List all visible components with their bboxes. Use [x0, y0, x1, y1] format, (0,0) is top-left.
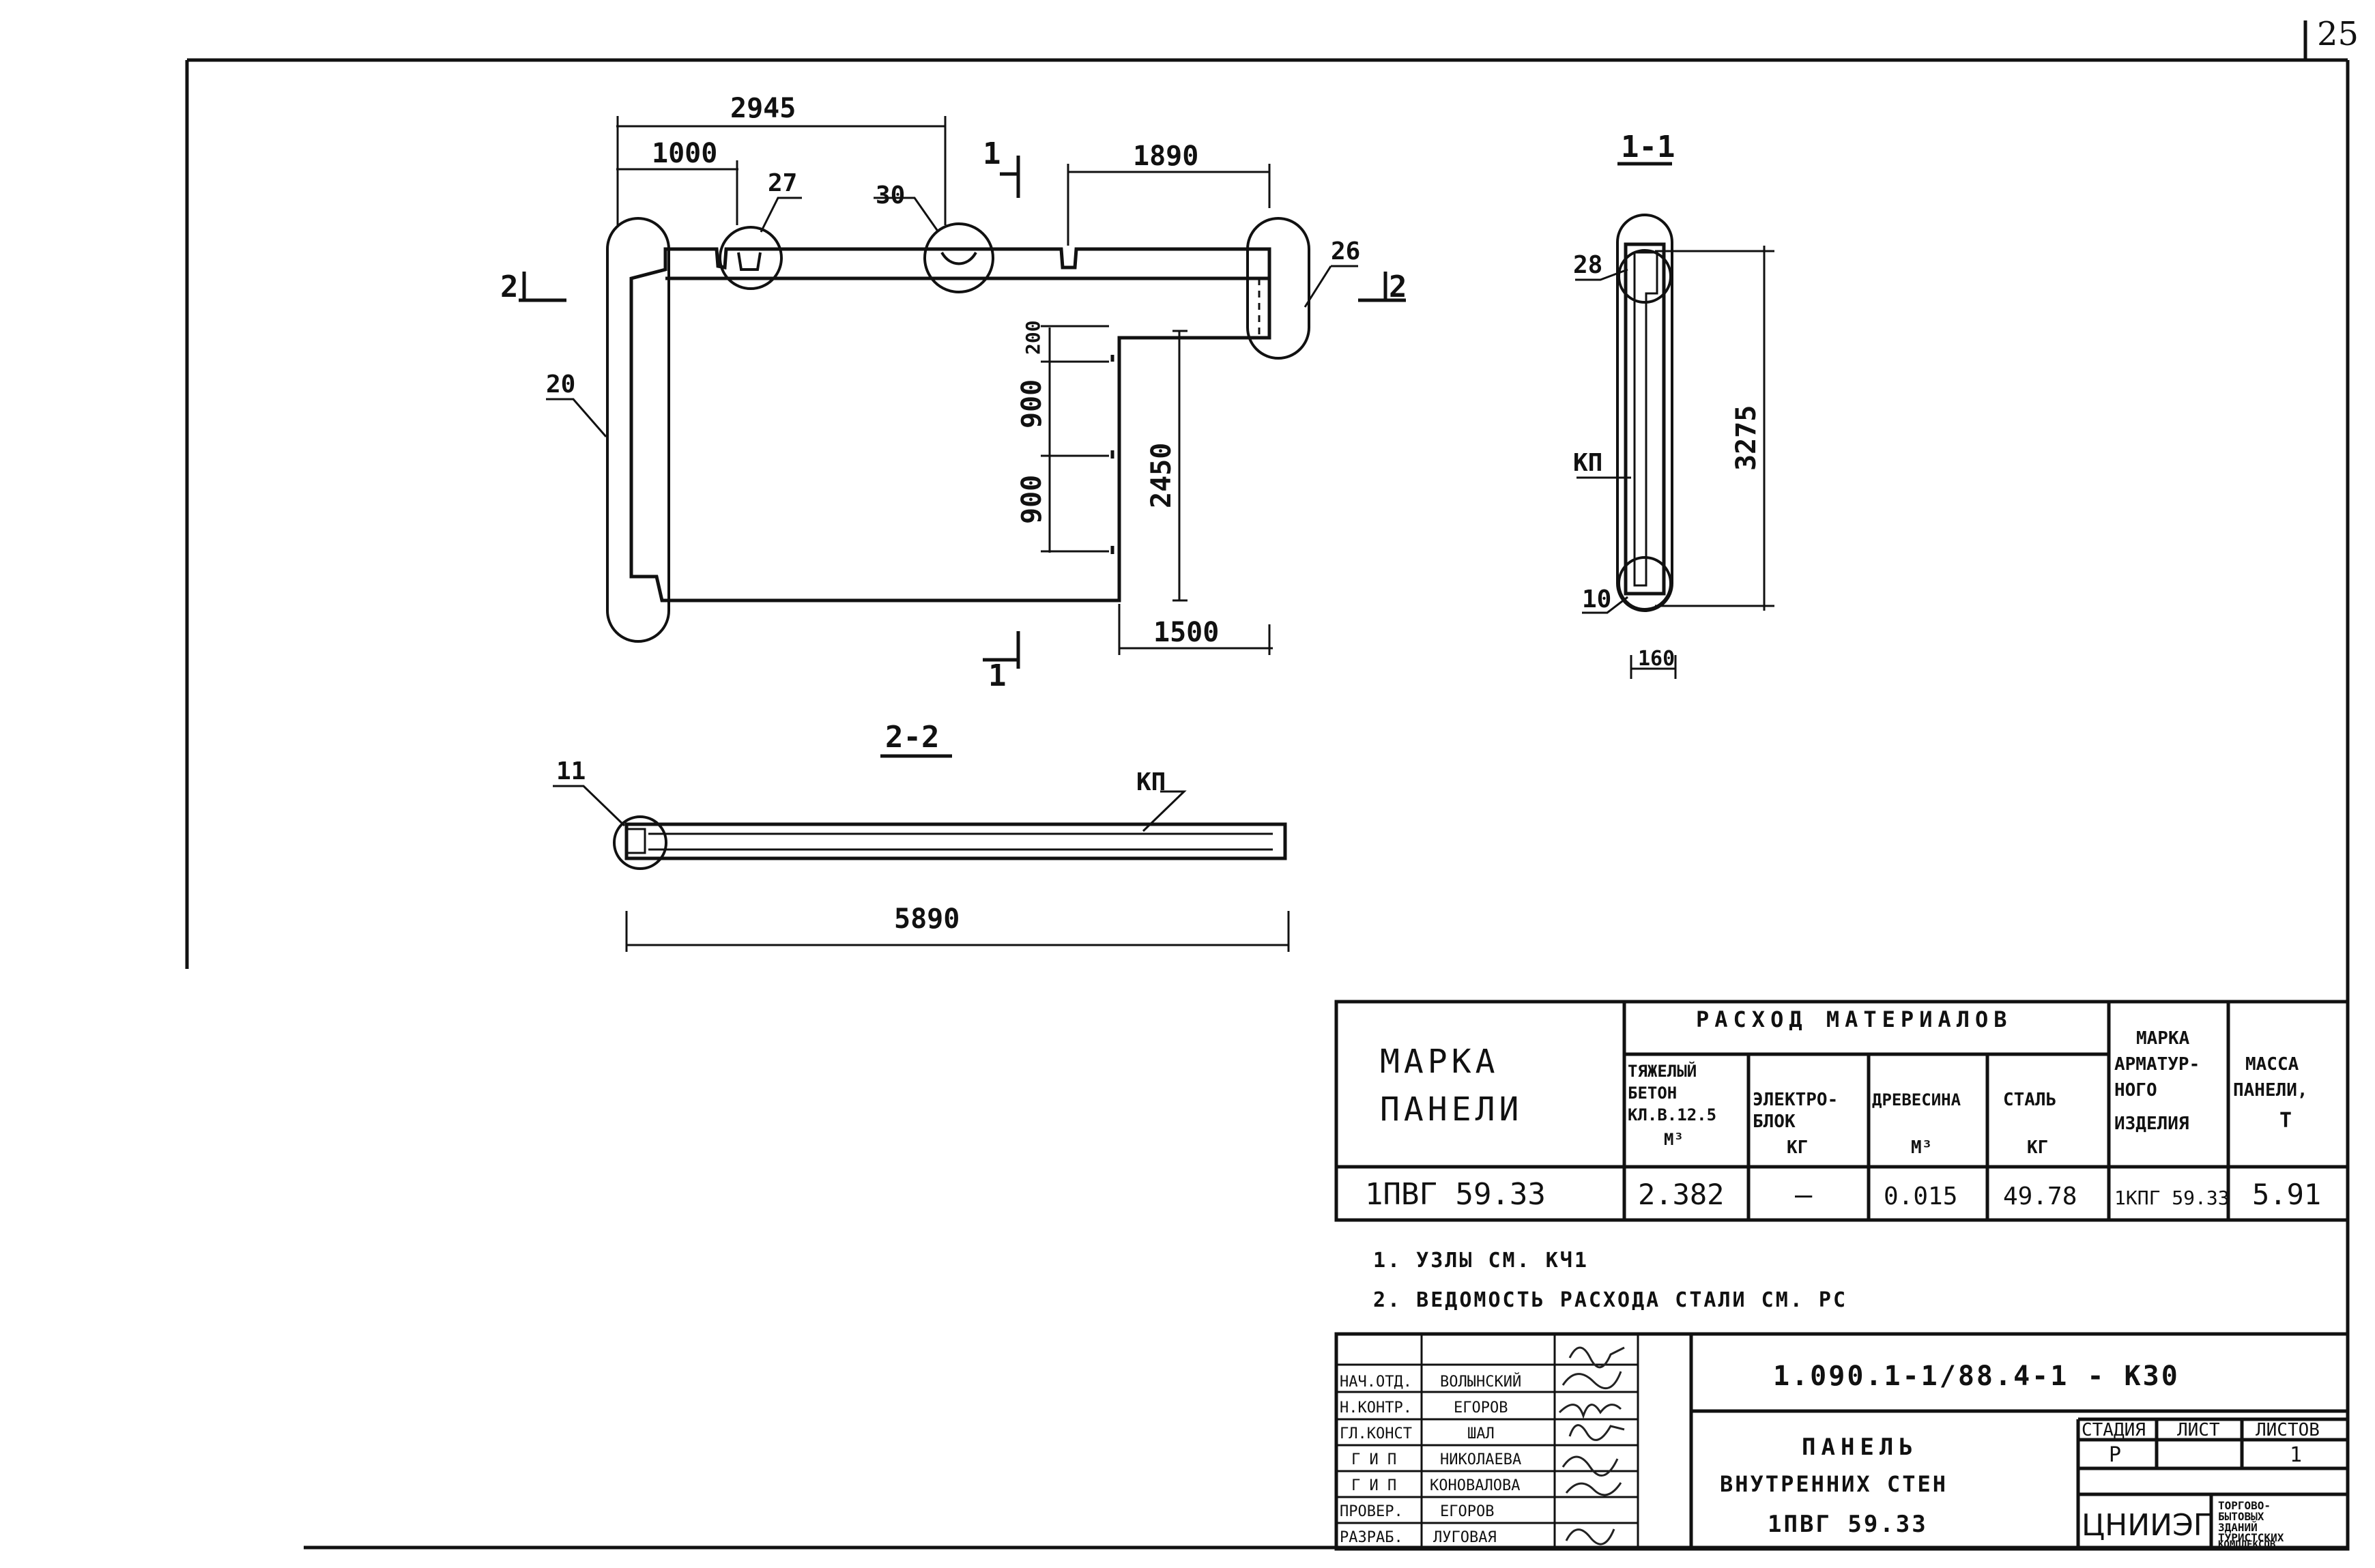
- sig-role-6: РАЗРАБ.: [1340, 1529, 1403, 1546]
- col-concrete-line4: М³: [1664, 1130, 1684, 1149]
- callout-30: 30: [876, 182, 905, 209]
- cut-mark-2-right: 2: [1389, 270, 1407, 304]
- row-electrode: —: [1795, 1178, 1813, 1211]
- col-electrode-line2: БЛОК: [1753, 1112, 1796, 1132]
- org-subtitle-5: КОМПЛЕКСОВ: [2218, 1539, 2275, 1550]
- dim-160: 160: [1638, 647, 1675, 671]
- section-2-2: [553, 754, 1290, 952]
- sig-name-2: ШАЛ: [1467, 1425, 1495, 1442]
- callout-28: 28: [1573, 251, 1602, 279]
- callout-27: 27: [768, 169, 797, 197]
- dim-3275: 3275: [1731, 405, 1762, 471]
- col-rebar-mark-line4: ИЗДЕЛИЯ: [2114, 1114, 2189, 1134]
- product-title-line1: ПАНЕЛЬ: [1802, 1434, 1918, 1461]
- materials-table: [1334, 1000, 2350, 1222]
- sig-name-4: КОНОВАЛОВА: [1430, 1477, 1520, 1494]
- sig-name-3: НИКОЛАЕВА: [1440, 1451, 1521, 1468]
- panel-front-view: [629, 247, 1271, 602]
- sheets-label: ЛИСТОВ: [2256, 1420, 2320, 1440]
- product-title-line2: ВНУТРЕННИХ СТЕН: [1720, 1471, 1948, 1497]
- handwritten-signatures: [1558, 1346, 1625, 1545]
- sheets-value: 1: [2290, 1443, 2302, 1467]
- front-view-dimensions: [616, 116, 1273, 655]
- table-header-mark-line1: МАРКА: [1380, 1043, 1499, 1081]
- section-1-1: [1575, 162, 1774, 679]
- note-2: 2. ВЕДОМОСТЬ РАСХОДА СТАЛИ СМ. РС: [1373, 1288, 1847, 1312]
- dim-5890: 5890: [894, 903, 960, 935]
- col-concrete-line1: ТЯЖЕЛЫЙ: [1628, 1061, 1697, 1081]
- col-rebar-mark-line2: АРМАТУР-: [2114, 1054, 2200, 1075]
- org-subtitle-3: ЗДАНИЙ: [2218, 1521, 2258, 1534]
- callout-26: 26: [1331, 237, 1360, 265]
- sheet-label: ЛИСТ: [2177, 1420, 2220, 1440]
- row-wood: 0.015: [1884, 1182, 1957, 1210]
- stage-value: Р: [2109, 1443, 2121, 1467]
- callout-kp-section: КП: [1573, 449, 1602, 477]
- col-steel-line1: СТАЛЬ: [2003, 1090, 2056, 1110]
- note-1: 1. УЗЛЫ СМ. КЧ1: [1373, 1249, 1589, 1273]
- section-2-2-title: 2-2: [885, 720, 939, 755]
- stage-label: СТАДИЯ: [2082, 1420, 2146, 1440]
- dim-200: 200: [1022, 320, 1044, 355]
- sig-name-5: ЕГОРОВ: [1440, 1503, 1494, 1520]
- dim-900-lower: 900: [1016, 475, 1048, 524]
- col-wood-line1: ДРЕВЕСИНА: [1872, 1090, 1961, 1109]
- cut-mark-1-top: 1: [983, 136, 1001, 171]
- sig-name-6: ЛУГОВАЯ: [1433, 1529, 1497, 1546]
- col-mass-line1: МАССА: [2245, 1054, 2299, 1075]
- sig-role-2: ГЛ.КОНСТ: [1340, 1425, 1412, 1442]
- table-header-consumption: РАСХОД МАТЕРИАЛОВ: [1696, 1006, 2013, 1032]
- col-concrete-line2: БЕТОН: [1628, 1084, 1677, 1103]
- col-mass-line2: ПАНЕЛИ,: [2233, 1080, 2308, 1101]
- col-electrode-line3: КГ: [1787, 1137, 1808, 1158]
- sig-role-3: Г И П: [1351, 1451, 1396, 1468]
- title-block: [1334, 1332, 2350, 1551]
- row-mark: 1ПВГ 59.33: [1365, 1177, 1546, 1212]
- col-concrete-line3: КЛ.В.12.5: [1628, 1105, 1716, 1124]
- callout-20: 20: [546, 371, 575, 398]
- callout-11: 11: [556, 757, 586, 785]
- dim-900-upper: 900: [1016, 379, 1048, 429]
- product-title-line3: 1ПВГ 59.33: [1768, 1511, 1928, 1538]
- front-view-leaders: [546, 197, 1358, 437]
- col-mass-line3: Т: [2279, 1109, 2292, 1133]
- sig-name-1: ЕГОРОВ: [1454, 1399, 1508, 1417]
- sig-name-0: ВОЛЫНСКИЙ: [1440, 1373, 1521, 1391]
- col-rebar-mark-line1: МАРКА: [2136, 1028, 2190, 1049]
- cut-mark-2-left: 2: [500, 270, 519, 304]
- org-name: ЦНИИЭП: [2082, 1508, 2216, 1543]
- dim-1890: 1890: [1133, 141, 1198, 172]
- dim-1500: 1500: [1153, 617, 1219, 648]
- row-concrete: 2.382: [1638, 1178, 1724, 1211]
- sig-role-0: НАЧ.ОТД.: [1340, 1374, 1412, 1391]
- sig-role-5: ПРОВЕР.: [1340, 1503, 1403, 1520]
- document-code: 1.090.1-1/88.4-1 - К30: [1773, 1361, 2180, 1392]
- row-steel: 49.78: [2003, 1182, 2077, 1210]
- table-header-mark-line2: ПАНЕЛИ: [1380, 1090, 1523, 1129]
- org-subtitle-1: ТОРГОВО-: [2218, 1499, 2271, 1512]
- dim-2450: 2450: [1146, 443, 1177, 508]
- sig-role-1: Н.КОНТР.: [1340, 1399, 1412, 1417]
- row-rebar-mark: 1КПГ 59.33: [2114, 1187, 2230, 1209]
- sheet-number: 25: [2317, 15, 2359, 53]
- org-subtitle-2: БЫТОВЫХ: [2218, 1510, 2264, 1523]
- col-wood-line2: М³: [1911, 1137, 1932, 1158]
- sig-role-4: Г И П: [1351, 1477, 1396, 1494]
- org-subtitle-4: ТУРИСТСКИХ: [2218, 1531, 2284, 1544]
- node-callout-circles: [606, 217, 1310, 643]
- signature-grid: [1336, 1334, 1639, 1549]
- col-rebar-mark-line3: НОГО: [2114, 1080, 2157, 1101]
- callout-kp-2-2: КП: [1136, 768, 1166, 796]
- callout-10: 10: [1582, 585, 1611, 613]
- section-cut-marks: [519, 156, 1406, 669]
- dim-1000: 1000: [652, 138, 717, 169]
- col-steel-line2: КГ: [2027, 1137, 2048, 1158]
- section-1-1-title: 1-1: [1621, 130, 1675, 164]
- dim-2945: 2945: [730, 93, 796, 124]
- col-electrode-line1: ЭЛЕКТРО-: [1753, 1090, 1838, 1110]
- cut-mark-1-bottom: 1: [988, 658, 1007, 693]
- row-mass: 5.91: [2252, 1178, 2321, 1211]
